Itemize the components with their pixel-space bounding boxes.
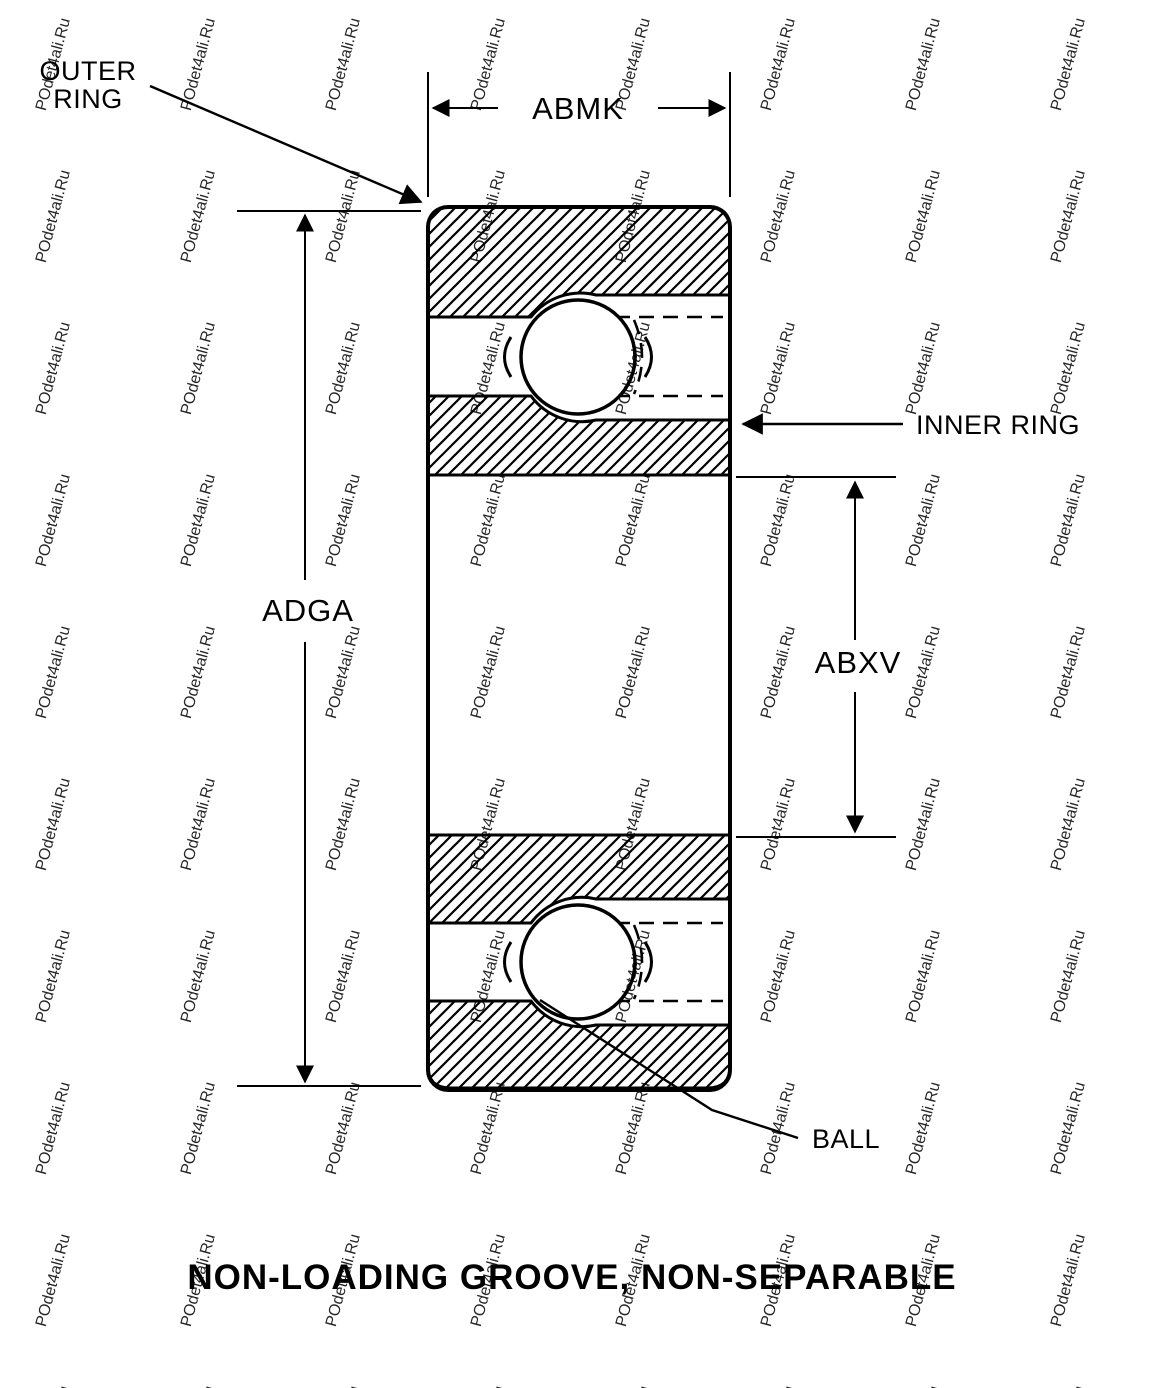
ball-top (519, 298, 637, 416)
label-outer-ring-line1: OUTER (40, 56, 137, 86)
label-abxv: ABXV (815, 645, 902, 680)
label-outer-ring-line2: RING (53, 84, 123, 114)
ball-bottom (519, 903, 637, 1021)
label-abmk: ABMK (532, 91, 624, 126)
bearing-cross-section (426, 205, 732, 1092)
diagram-title: NON-LOADING GROOVE, NON-SEPARABLE (187, 1258, 956, 1297)
dimension-adga (237, 210, 421, 1087)
label-inner-ring: INNER RING (916, 410, 1080, 440)
leader-outer-ring (149, 84, 423, 205)
label-ball: BALL (812, 1124, 880, 1154)
label-adga: ADGA (262, 593, 354, 628)
